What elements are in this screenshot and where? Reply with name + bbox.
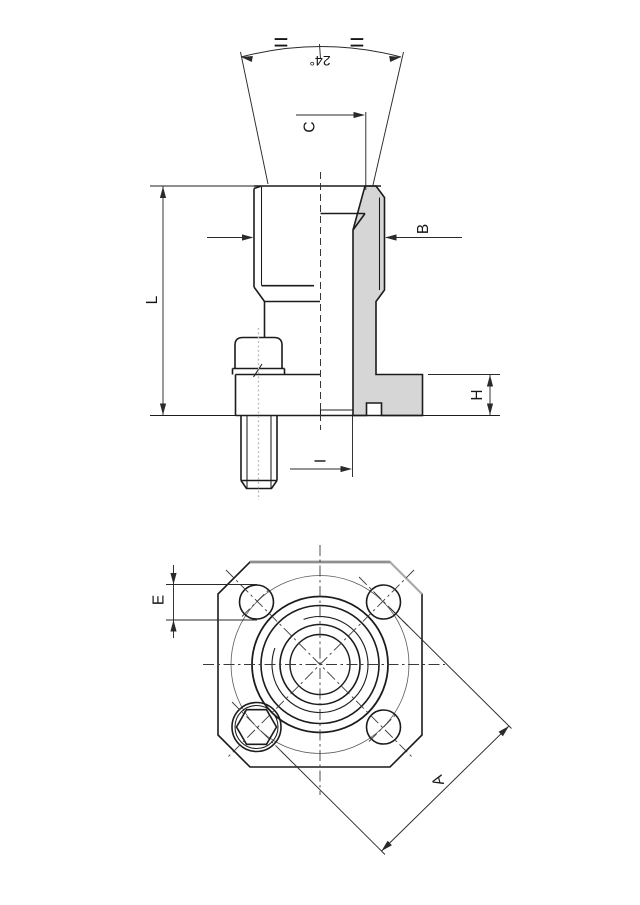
dimension-B: B [207,224,462,241]
l-arrow-bottom [159,403,167,415]
cone-line-left [240,51,269,185]
e-label: E [150,595,167,605]
equal-mark-left: = [273,27,288,57]
washer-outer-circle [231,701,282,753]
bolt-hole-top-left [238,584,275,620]
dimension-L: L [144,186,167,416]
angle-arc-center-tick [319,43,321,60]
mounting-bolt [231,328,286,500]
stud-outer-lines [240,415,278,481]
c-label: C [301,121,318,132]
bolt-hole-bottom-right [365,709,402,745]
b-arrow-left [242,234,254,241]
i-label: I [312,459,329,463]
cone-line-right [372,51,404,186]
c-arrow [353,111,365,119]
a-extension-bottom [280,750,386,855]
face-centerlines [203,545,445,795]
body-top-chamfer-left [253,185,262,190]
washer-sides [231,368,286,375]
equal-mark-right: = [349,27,364,57]
e-arrow-top [170,573,177,585]
side-section-view: = = 24° [144,27,500,500]
bolt-holes [238,584,402,745]
hole-cross-top-left [241,587,272,617]
e-arrow-bottom [170,620,177,632]
angle-arc [240,46,402,58]
a-extension-top [389,607,512,729]
dimension-I: I [290,416,353,477]
l-label: L [144,295,161,304]
b-arrow-right [385,234,397,241]
h-arrow-top [486,375,494,387]
b-label: B [415,224,432,234]
section-cut-face [352,185,424,417]
dimension-E: E [150,565,257,638]
bolt-head-hexagon [235,708,278,746]
i-arrow [340,465,352,473]
cone-angle-lines: = = 24° [240,27,404,186]
dimension-H: H [428,374,500,416]
a-label: A [429,772,448,787]
installed-bolt [231,701,282,753]
washer-inner-circle [234,704,279,750]
stud-tip [240,480,278,490]
seat-cone-edge [352,213,366,231]
h-arrow-bottom [486,403,494,415]
hole-cross-bottom-left [231,701,282,752]
flange-chamfer-thick [389,561,423,595]
fitting-body-outline [150,185,500,417]
body-bottom-chamfer-left [253,286,266,302]
l-arrow-top [159,186,167,198]
section-cut [352,185,424,417]
thread-arc [271,615,369,714]
angle-value-label: 24° [309,53,330,69]
diagonal-centerline-trbl [225,569,415,760]
h-label: H [469,389,486,400]
bolt-hole-top-right [365,584,402,620]
dimension-C: C [296,111,367,190]
dimension-A: A [280,607,512,855]
bore-bottom-edge [319,409,353,416]
flange-face-view: E A [150,545,512,855]
a-dim-line [381,725,510,852]
washer-break-slash [253,363,263,378]
hole-cross-bottom-right [368,712,399,742]
stud-thread-lines [246,415,272,489]
